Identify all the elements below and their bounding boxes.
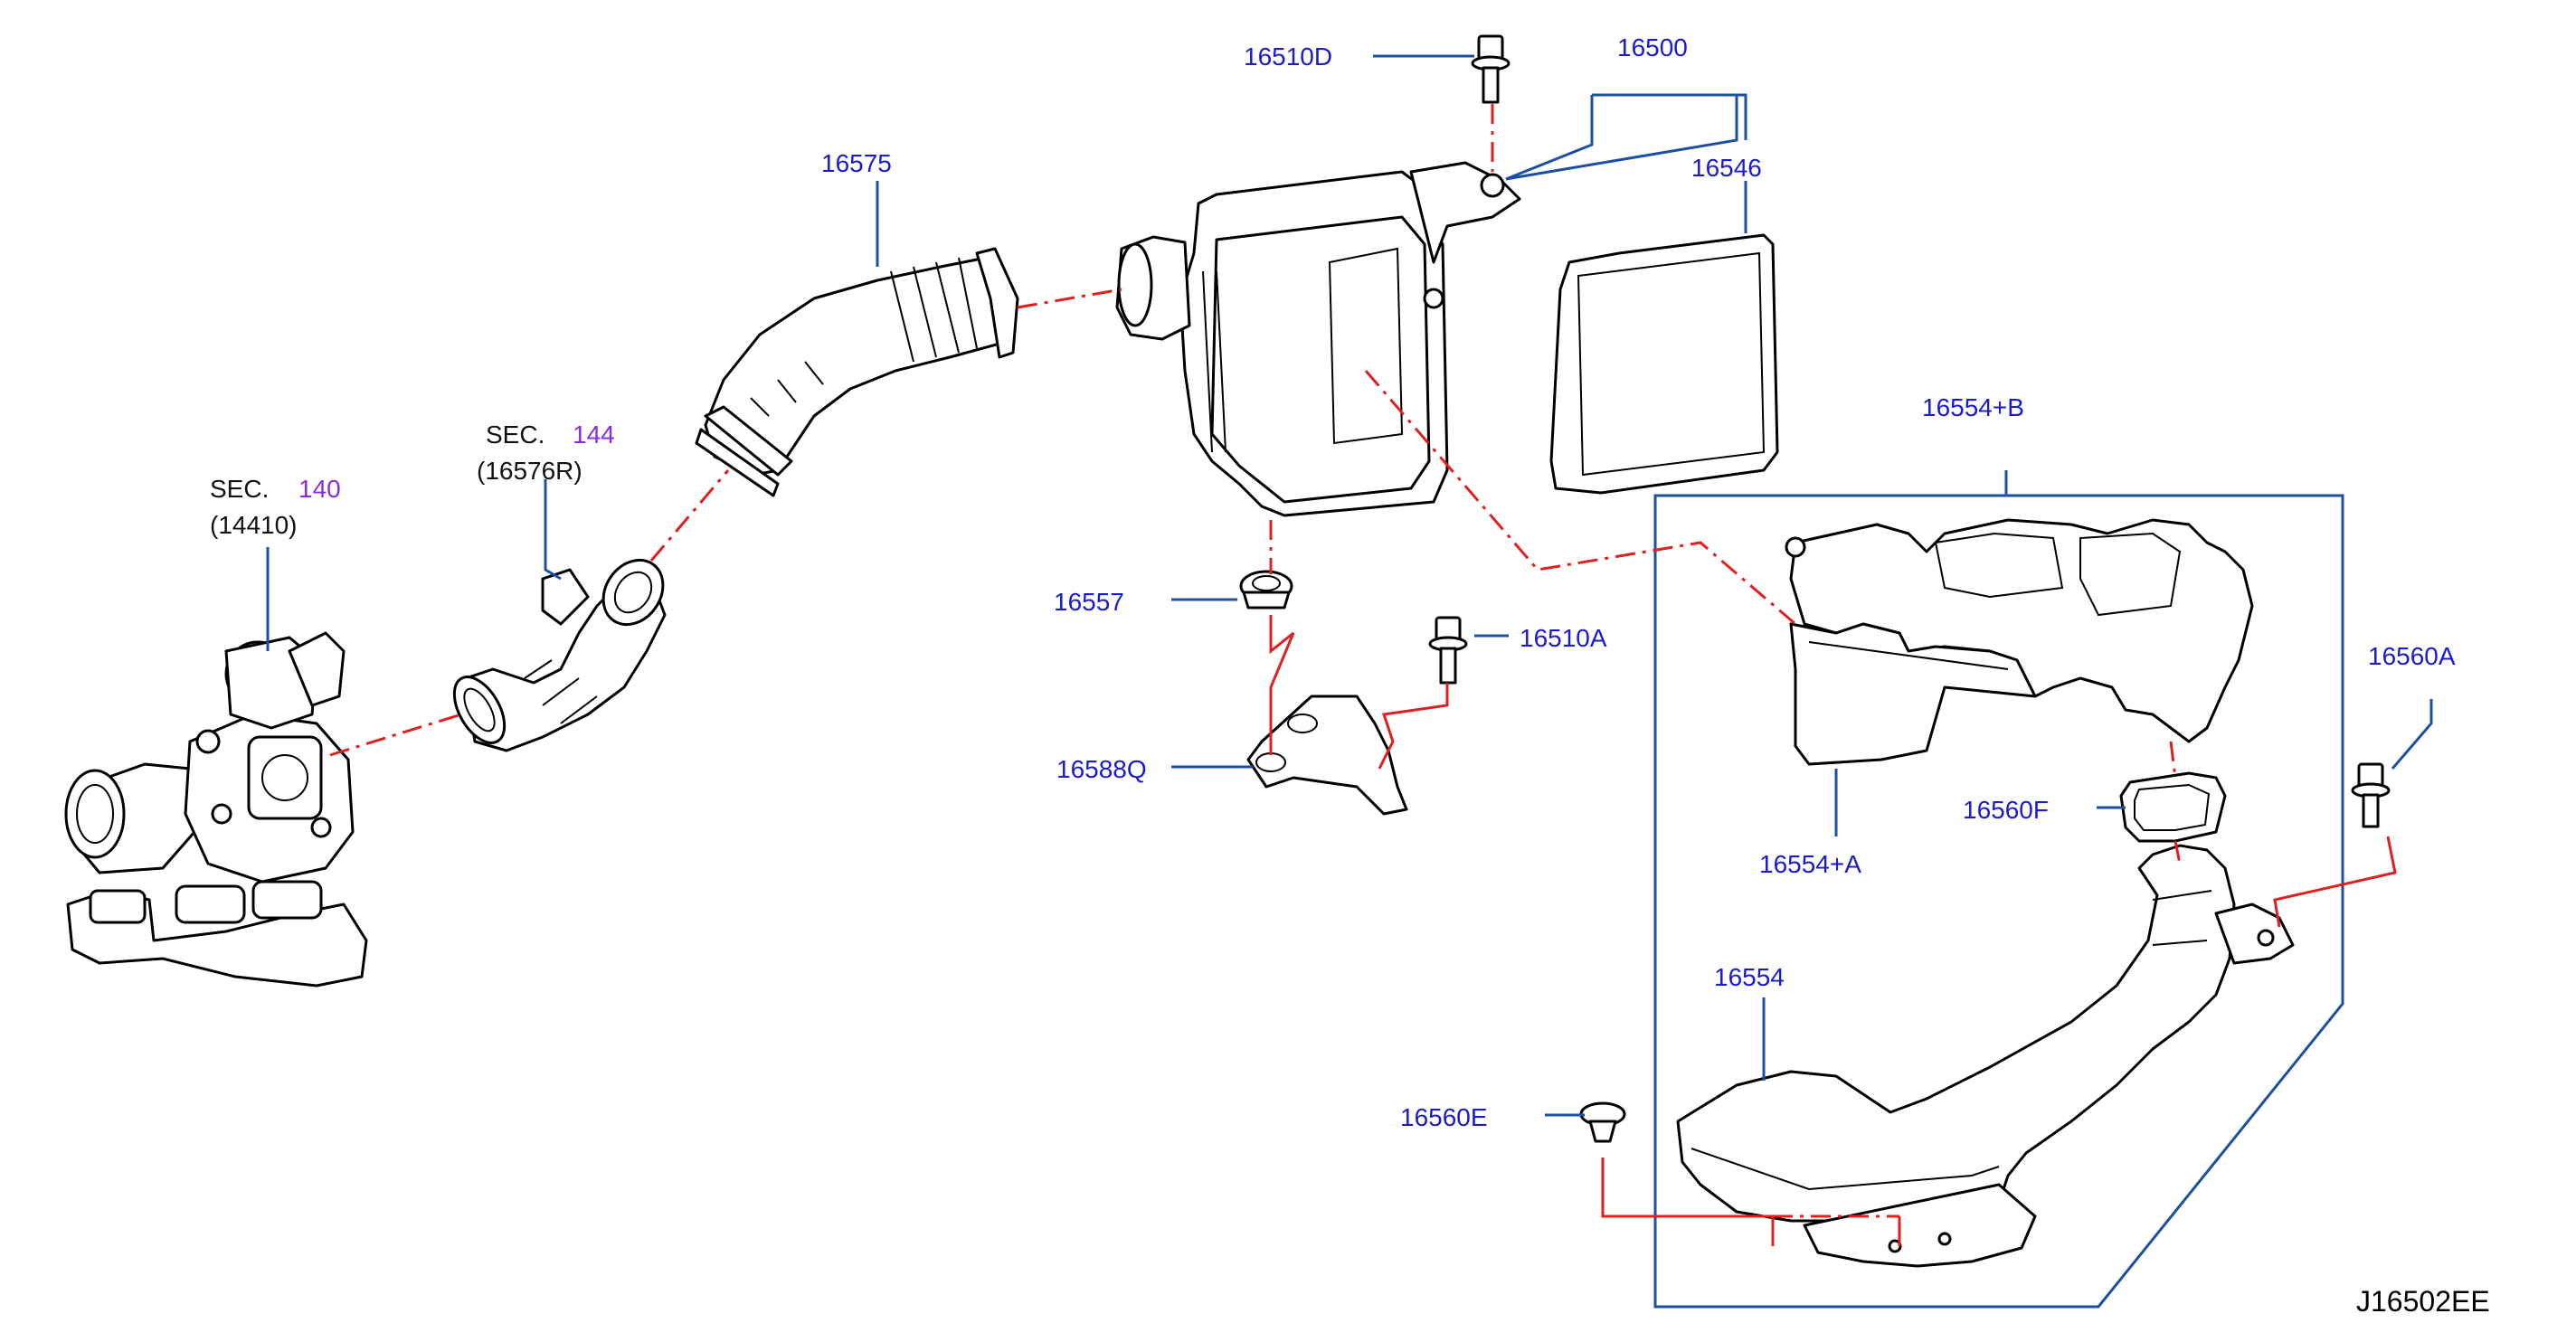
resonator-16554-A	[1789, 622, 2037, 766]
bracket-16588Q	[1246, 695, 1408, 816]
label-16554-A: 16554+A	[1759, 850, 1861, 878]
label-16510A: 16510A	[1520, 624, 1607, 652]
label-sec-140-part: (14410)	[210, 511, 298, 539]
label-16588Q: 16588Q	[1056, 755, 1147, 783]
turbocharger-assembly	[64, 631, 368, 988]
label-16554: 16554	[1714, 963, 1785, 991]
label-16560E: 16560E	[1400, 1103, 1488, 1131]
bolt-16560A	[2351, 762, 2391, 828]
label-16500: 16500	[1617, 33, 1688, 61]
label-16546: 16546	[1691, 154, 1762, 182]
label-16554-B: 16554+B	[1922, 393, 2024, 421]
label-16575: 16575	[821, 149, 892, 177]
grommet-16557	[1239, 570, 1293, 610]
label-sec-140-number: 140	[298, 475, 341, 503]
clip-16560E	[1579, 1101, 1626, 1143]
duct-16554	[1676, 844, 2295, 1268]
label-sec-140-prefix: SEC.	[210, 475, 269, 503]
bolt-16510A	[1428, 616, 1468, 685]
centerlines	[329, 104, 2397, 1246]
diagram-code: J16502EE	[2356, 1285, 2490, 1318]
leader-lines	[266, 54, 2433, 1117]
label-sec-144-prefix: SEC.	[486, 421, 545, 449]
label-16557: 16557	[1054, 588, 1124, 616]
filter-element-16546	[1549, 233, 1779, 495]
label-sec-144-number: 144	[573, 421, 615, 449]
label-sec-144-part: (16576R)	[477, 457, 582, 485]
air-duct-16575	[695, 247, 1019, 497]
inlet-duct-16576R	[452, 558, 667, 752]
label-16510D: 16510D	[1244, 43, 1332, 71]
assembly-callout-box	[1653, 494, 2344, 1309]
gasket-16560F	[2119, 771, 2227, 843]
label-16560A: 16560A	[2368, 642, 2456, 670]
label-16560F: 16560F	[1963, 796, 2049, 824]
bolt-16510D	[1471, 34, 1511, 104]
air-cleaner-16500	[1115, 161, 1521, 517]
